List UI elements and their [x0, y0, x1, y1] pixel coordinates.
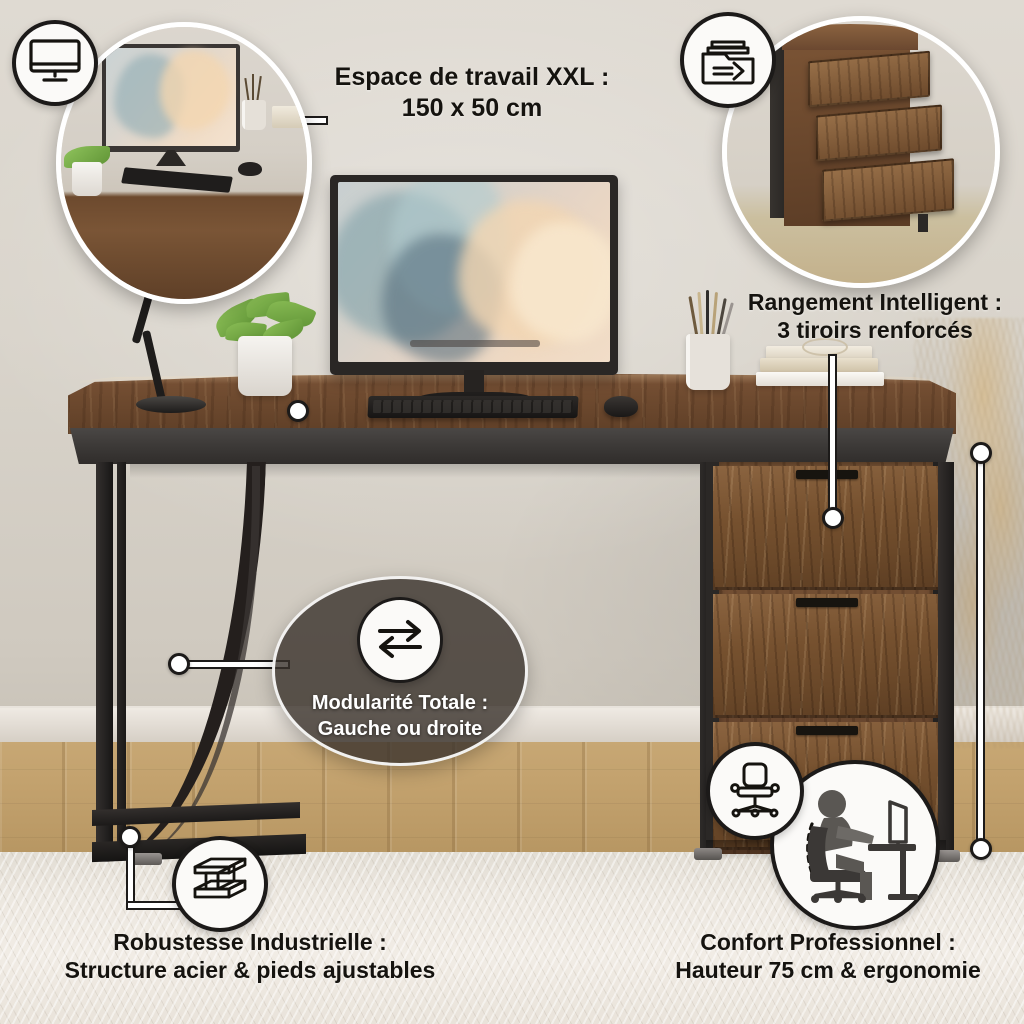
- badge-comfort-chair: [706, 742, 804, 840]
- keyboard: [367, 396, 579, 418]
- monitor-screen: [338, 182, 610, 362]
- callout-dot-robustness: [119, 826, 141, 848]
- caption-workspace: Espace de travail XXL : 150 x 50 cm: [312, 62, 632, 123]
- badge-robustness: [172, 836, 268, 932]
- caption-storage: Rangement Intelligent : 3 tiroirs renfor…: [718, 288, 1024, 344]
- monitor-stand-neck: [464, 370, 484, 394]
- adjustable-glide-center: [694, 848, 722, 860]
- zoom-circle-desktop-photo: [61, 27, 307, 299]
- callout-line-robustness-h: [128, 903, 192, 908]
- desk-apron: [70, 428, 954, 464]
- zoom2-cabinet-foot: [918, 214, 928, 232]
- caption-robustness-line2: Structure acier & pieds ajustables: [64, 957, 436, 984]
- desk-top-highlight: [80, 374, 940, 384]
- caption-comfort: Confort Professionnel : Hauteur 75 cm & …: [628, 928, 1024, 984]
- drawer-front-1: [713, 466, 939, 590]
- caption-robustness: Robustesse Industrielle : Structure acie…: [10, 928, 490, 984]
- book-stack-middle: [760, 358, 878, 372]
- pencil: [706, 290, 709, 338]
- callout-dot-modularity: [168, 653, 190, 675]
- zoom1-monitor-screen: [106, 48, 236, 146]
- desk-lamp-base: [136, 396, 206, 413]
- drawer-handle-2: [796, 598, 858, 607]
- caption-workspace-line1: Espace de travail XXL :: [334, 63, 610, 91]
- drawer-handle-3: [796, 726, 858, 735]
- zoom-circle-desktop: [56, 22, 312, 304]
- drawer-front-2: [713, 594, 939, 718]
- monitor-bezel: [330, 175, 618, 375]
- left-leg-post: [96, 462, 113, 854]
- eyeglasses: [802, 338, 848, 356]
- caption-workspace-line2: 150 x 50 cm: [401, 93, 543, 122]
- callout-dot-storage: [822, 507, 844, 529]
- caption-storage-line1: Rangement Intelligent :: [747, 289, 1003, 315]
- screen-taskbar: [410, 340, 540, 347]
- ergonomic-person-desk-icon: [790, 782, 920, 909]
- caption-robustness-line1: Robustesse Industrielle :: [113, 929, 387, 955]
- adjustable-glide-left: [128, 853, 162, 865]
- zoom1-book-stack: [272, 106, 307, 128]
- caption-storage-line2: 3 tiroirs renforcés: [777, 317, 973, 344]
- drawer-handle-1: [796, 470, 858, 479]
- caption-comfort-line1: Confort Professionnel :: [700, 929, 956, 955]
- zoom1-plant-pot: [72, 162, 102, 196]
- callout-line-storage: [830, 356, 835, 516]
- right-leg-post: [938, 462, 954, 854]
- pencil-cup: [686, 334, 730, 390]
- callout-dot-comfort-top: [970, 442, 992, 464]
- left-leg-post-inner: [117, 462, 126, 854]
- mouse: [604, 396, 638, 417]
- badge-comfort-ergonomics: [770, 760, 940, 930]
- zoom1-pencil: [252, 74, 254, 102]
- zoom1-wallpaper-blob: [160, 50, 230, 130]
- caption-comfort-line2: Hauteur 75 cm & ergonomie: [675, 957, 981, 984]
- steel-ibeam-icon: [189, 853, 251, 916]
- callout-line-comfort: [978, 452, 983, 850]
- callout-dot-comfort-bottom: [970, 838, 992, 860]
- file-drawer-icon: [698, 30, 758, 91]
- modularity-title: Modularité Totale :: [311, 692, 489, 714]
- plant-pot: [238, 336, 292, 396]
- book-stack-bottom: [756, 372, 884, 386]
- callout-line-robustness-v: [128, 848, 133, 908]
- badge-workspace: [12, 20, 98, 106]
- badge-storage: [680, 12, 776, 108]
- modularity-subtitle: Gauche ou droite: [317, 717, 483, 740]
- zoom-circle-drawers-photo: [727, 21, 995, 283]
- wallpaper-blob: [510, 222, 610, 342]
- callout-dot-workspace: [287, 400, 309, 422]
- feature-circle-modularity: Modularité Totale : Gauche ou droite: [272, 576, 528, 766]
- badge-modularity: [357, 597, 443, 683]
- zoom1-pencil-cup: [242, 100, 266, 130]
- callout-line-modularity: [178, 662, 288, 667]
- zoom2-cabinet-top: [782, 24, 918, 50]
- swap-arrows-icon: [373, 616, 427, 665]
- zoom-circle-drawers: [722, 16, 1000, 288]
- zoom1-mouse: [238, 162, 262, 176]
- office-chair-icon: [724, 758, 786, 825]
- monitor-icon: [28, 38, 82, 89]
